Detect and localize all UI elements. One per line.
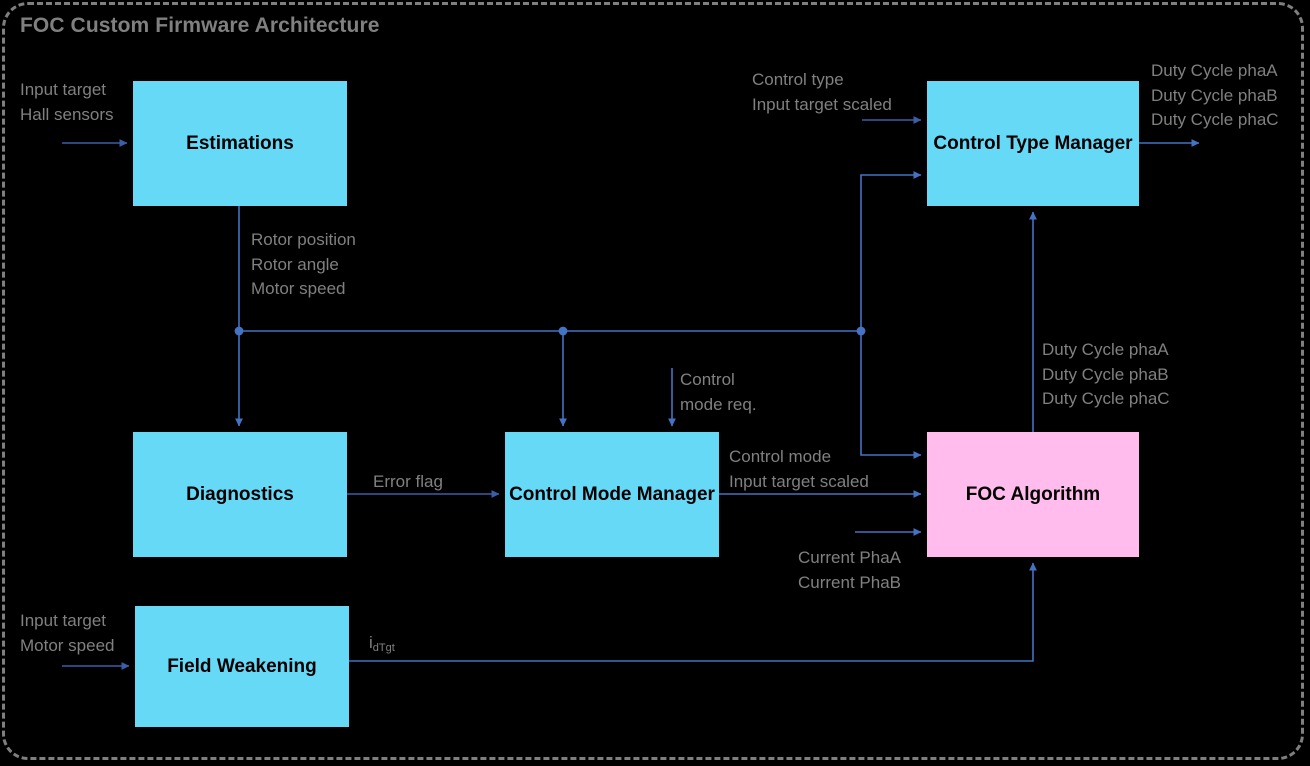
block-foc-algorithm-label: FOC Algorithm	[965, 483, 1101, 505]
block-estimations-label: Estimations	[186, 132, 294, 154]
wire-field-weakening-to-foc	[347, 562, 1037, 662]
block-diagnostics-label: Diagnostics	[186, 483, 294, 505]
junction-dot	[856, 326, 866, 336]
block-control-type-manager[interactable]: Control Type Manager	[927, 81, 1139, 206]
page-title: FOC Custom Firmware Architecture	[20, 14, 380, 37]
block-field-weakening[interactable]: Field Weakening	[135, 606, 349, 727]
block-control-mode-manager[interactable]: Control Mode Manager	[505, 432, 719, 557]
block-control-type-manager-label: Control Type Manager	[933, 132, 1133, 154]
junction-dot	[558, 326, 568, 336]
wire-bus-to-control-type	[860, 171, 922, 331]
block-estimations[interactable]: Estimations	[133, 81, 347, 206]
wire-junctions	[234, 326, 866, 336]
block-diagnostics[interactable]: Diagnostics	[133, 432, 347, 557]
wire-bus-to-foc	[860, 331, 922, 459]
block-field-weakening-label: Field Weakening	[167, 655, 317, 677]
block-foc-algorithm[interactable]: FOC Algorithm	[927, 432, 1139, 557]
junction-dot	[234, 326, 244, 336]
block-control-mode-manager-label: Control Mode Manager	[509, 483, 715, 505]
